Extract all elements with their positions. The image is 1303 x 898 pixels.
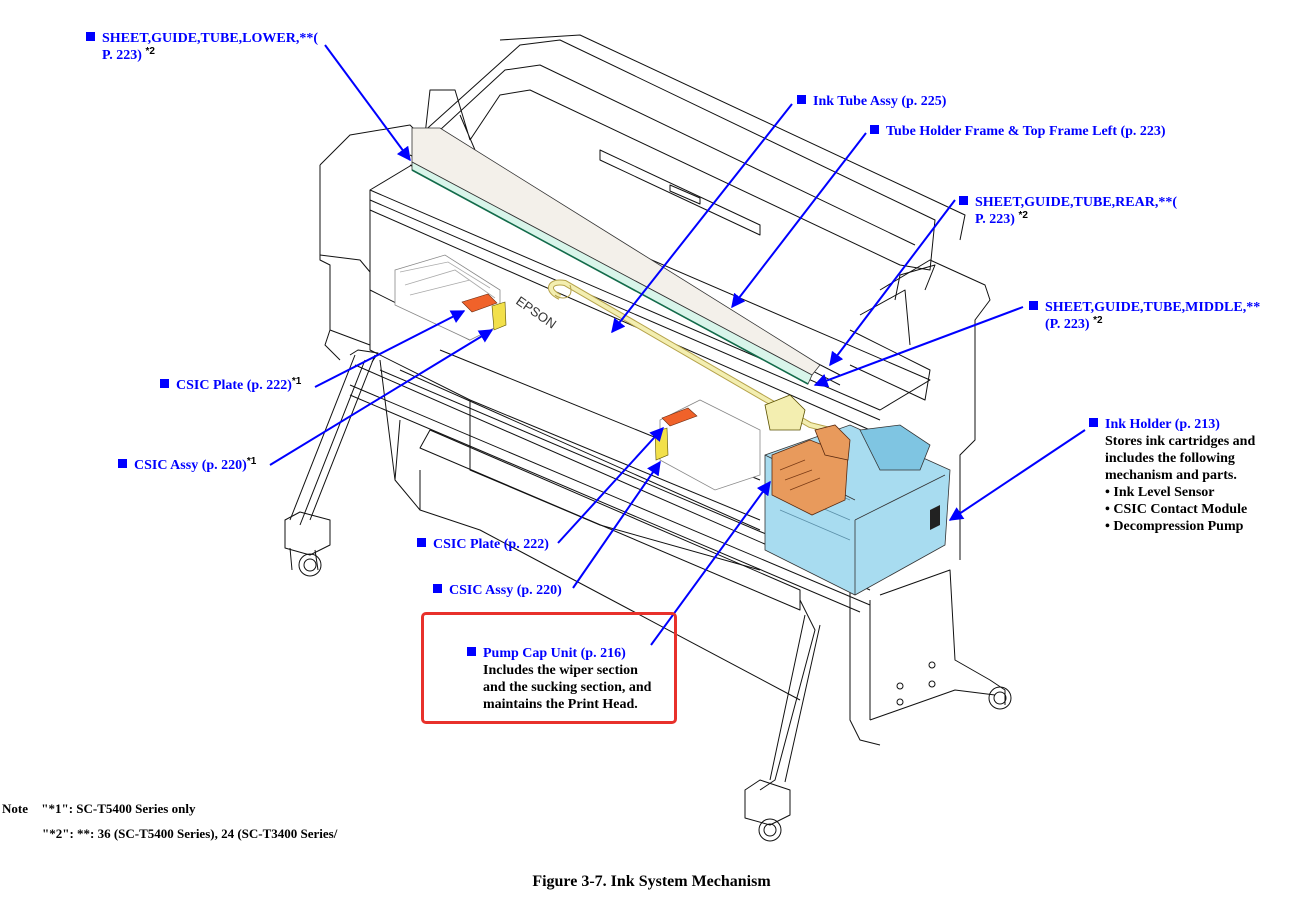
callout-title: Tube Holder Frame & Top Frame Left (p. 2… <box>886 124 1166 139</box>
callout-title: Ink Holder (p. 213) <box>1105 417 1220 432</box>
tube-holder-part <box>764 394 806 431</box>
callout-description-line: mechanism and parts. <box>1105 468 1237 483</box>
note-key: "*1" <box>41 801 69 816</box>
bullet-square-icon <box>1089 418 1098 427</box>
leader-pump-cap <box>650 480 771 646</box>
callout-ink-tube-assy[interactable]: Ink Tube Assy (p. 225) <box>797 93 946 110</box>
bullet-square-icon <box>433 584 442 593</box>
csic-plate-right-part <box>661 407 698 427</box>
callout-bullet-item: • CSIC Contact Module <box>1105 502 1248 517</box>
leader-csic-assy-left <box>269 329 494 466</box>
leader-ink-holder <box>948 429 1086 521</box>
bullet-square-icon <box>467 647 476 656</box>
note-key: "*2" <box>42 826 70 841</box>
callout-title: CSIC Plate (p. 222) <box>433 537 549 552</box>
leader-csic-plate-right <box>557 426 664 544</box>
footnote-marker: *2 <box>1093 315 1103 326</box>
callout-ink-holder[interactable]: Ink Holder (p. 213) Stores ink cartridge… <box>1089 416 1255 535</box>
footnote-marker: *2 <box>1018 210 1028 221</box>
bullet-square-icon <box>959 196 968 205</box>
callout-title: Ink Tube Assy (p. 225) <box>813 94 947 109</box>
callout-page: P. 223) <box>102 48 142 63</box>
sheet-guide-tube <box>411 127 821 385</box>
epson-logo: EPSON <box>513 293 559 331</box>
callout-description-line: Includes the wiper section <box>483 663 638 678</box>
callout-pump-cap-unit[interactable]: Pump Cap Unit (p. 216) Includes the wipe… <box>467 645 651 713</box>
callout-tube-holder-frame[interactable]: Tube Holder Frame & Top Frame Left (p. 2… <box>870 123 1166 140</box>
note-text: : SC-T5400 Series only <box>68 801 196 816</box>
bullet-square-icon <box>870 125 879 134</box>
callout-bullet-item: • Ink Level Sensor <box>1105 485 1215 500</box>
pump-cap-unit-part <box>771 424 851 516</box>
callout-title: SHEET,GUIDE,TUBE,REAR,**( <box>975 195 1178 210</box>
footnote-marker: *2 <box>145 46 155 57</box>
callout-csic-assy-right[interactable]: CSIC Assy (p. 220) <box>433 582 562 599</box>
leader-sheet-guide-middle <box>813 306 1024 388</box>
callout-bullet-item: • Decompression Pump <box>1105 519 1244 534</box>
callout-csic-plate-right[interactable]: CSIC Plate (p. 222) <box>417 536 549 553</box>
csic-assy-right-part <box>654 427 669 461</box>
note-text: : **: 36 (SC-T5400 Series), 24 (SC-T3400… <box>69 826 338 841</box>
leader-lines <box>269 44 1086 646</box>
callout-description-line: Stores ink cartridges and <box>1105 434 1256 449</box>
bullet-square-icon <box>1029 301 1038 310</box>
callout-title: SHEET,GUIDE,TUBE,LOWER,**( <box>102 31 319 46</box>
callout-page: P. 223) <box>975 212 1015 227</box>
bullet-square-icon <box>86 32 95 41</box>
callout-sheet-guide-tube-middle[interactable]: SHEET,GUIDE,TUBE,MIDDLE,** (P. 223) *2 <box>1029 299 1260 333</box>
footnote-marker: *1 <box>246 456 257 467</box>
callout-description-line: includes the following <box>1105 451 1235 466</box>
leader-tube-holder <box>731 132 867 309</box>
callout-title: CSIC Assy (p. 220) <box>449 583 562 598</box>
callout-description-line: and the sucking section, and <box>483 680 652 695</box>
highlight-box <box>421 612 677 724</box>
callout-title: CSIC Assy (p. 220) <box>134 458 247 473</box>
callout-csic-plate-left[interactable]: CSIC Plate (p. 222)*1 <box>160 377 301 394</box>
bullet-square-icon <box>160 379 169 388</box>
callout-title: CSIC Plate (p. 222) <box>176 378 292 393</box>
bullet-square-icon <box>797 95 806 104</box>
callout-sheet-guide-tube-rear[interactable]: SHEET,GUIDE,TUBE,REAR,**( P. 223) *2 <box>959 194 1177 228</box>
note-row-2: "*2": **: 36 (SC-T5400 Series), 24 (SC-T… <box>42 826 337 842</box>
note-row-1: Note "*1": SC-T5400 Series only <box>2 801 195 817</box>
callout-csic-assy-left[interactable]: CSIC Assy (p. 220)*1 <box>118 457 256 474</box>
leader-sheet-guide-lower <box>324 44 411 162</box>
footnote-marker: *1 <box>291 376 302 387</box>
leader-sheet-guide-rear <box>829 199 956 367</box>
csic-assy-left-part <box>491 301 507 331</box>
leader-csic-assy-right <box>572 460 661 589</box>
bullet-square-icon <box>417 538 426 547</box>
left-ink-holder: EPSON <box>394 254 559 341</box>
csic-plate-left-part <box>461 293 498 313</box>
callout-title: Pump Cap Unit (p. 216) <box>483 646 626 661</box>
bullet-square-icon <box>118 459 127 468</box>
callout-sheet-guide-tube-lower[interactable]: SHEET,GUIDE,TUBE,LOWER,**( P. 223) *2 <box>86 30 318 64</box>
leader-csic-plate-left <box>314 310 466 388</box>
printer-body <box>284 34 1012 842</box>
callout-page: (P. 223) <box>1045 317 1090 332</box>
callout-title: SHEET,GUIDE,TUBE,MIDDLE,** <box>1045 300 1261 315</box>
figure-caption: Figure 3-7. Ink System Mechanism <box>532 873 771 890</box>
leader-ink-tube <box>611 103 793 334</box>
callout-description-line: maintains the Print Head. <box>483 697 638 712</box>
right-csic <box>654 399 761 491</box>
note-label: Note <box>2 801 28 816</box>
